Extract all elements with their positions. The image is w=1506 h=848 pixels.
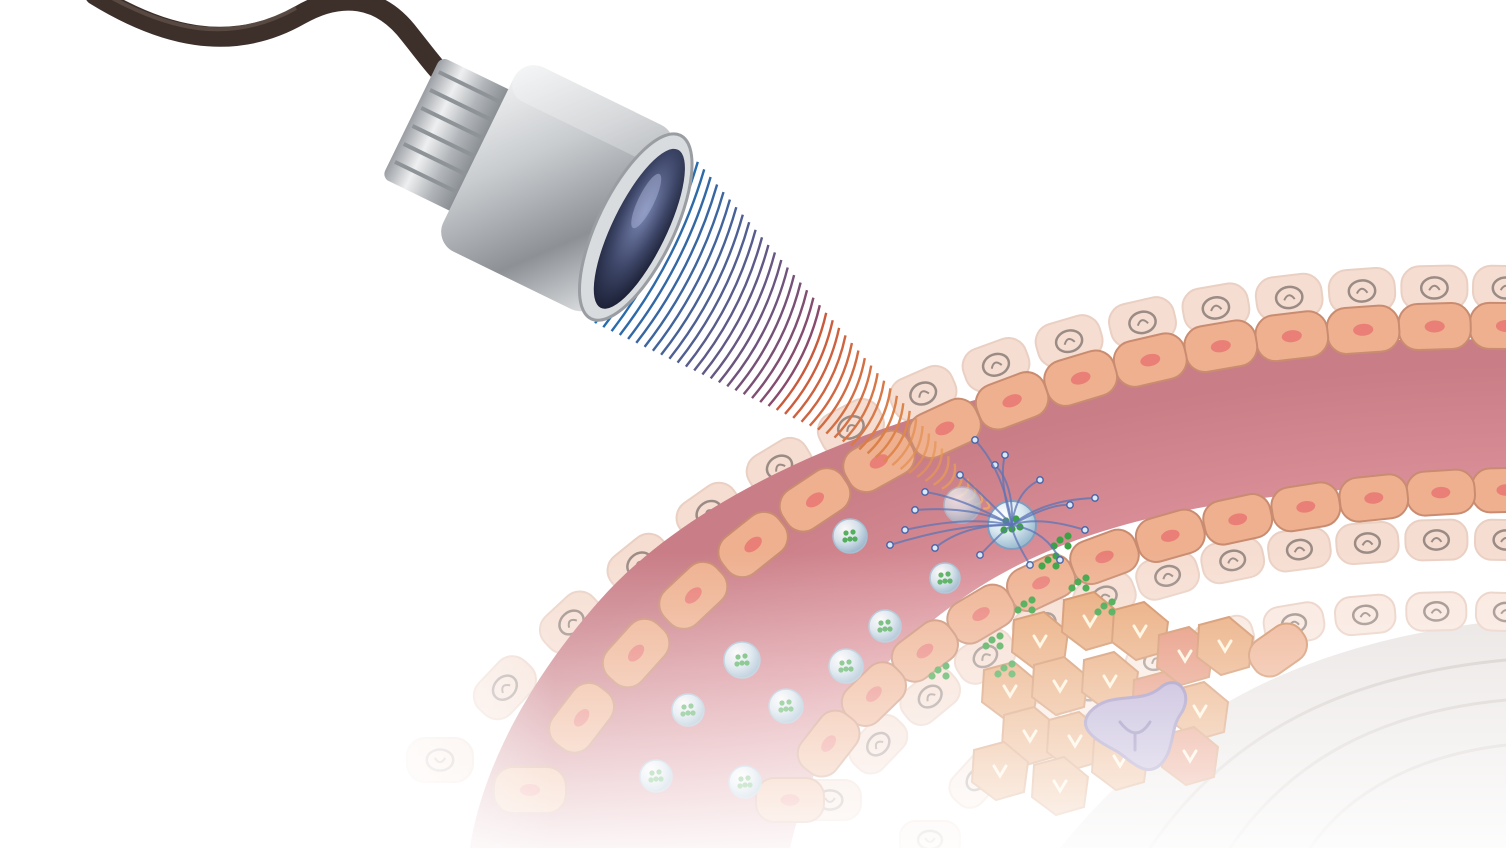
probe-cable xyxy=(86,0,465,95)
ultrasound-probe xyxy=(384,59,694,322)
probe-lens xyxy=(593,148,685,309)
